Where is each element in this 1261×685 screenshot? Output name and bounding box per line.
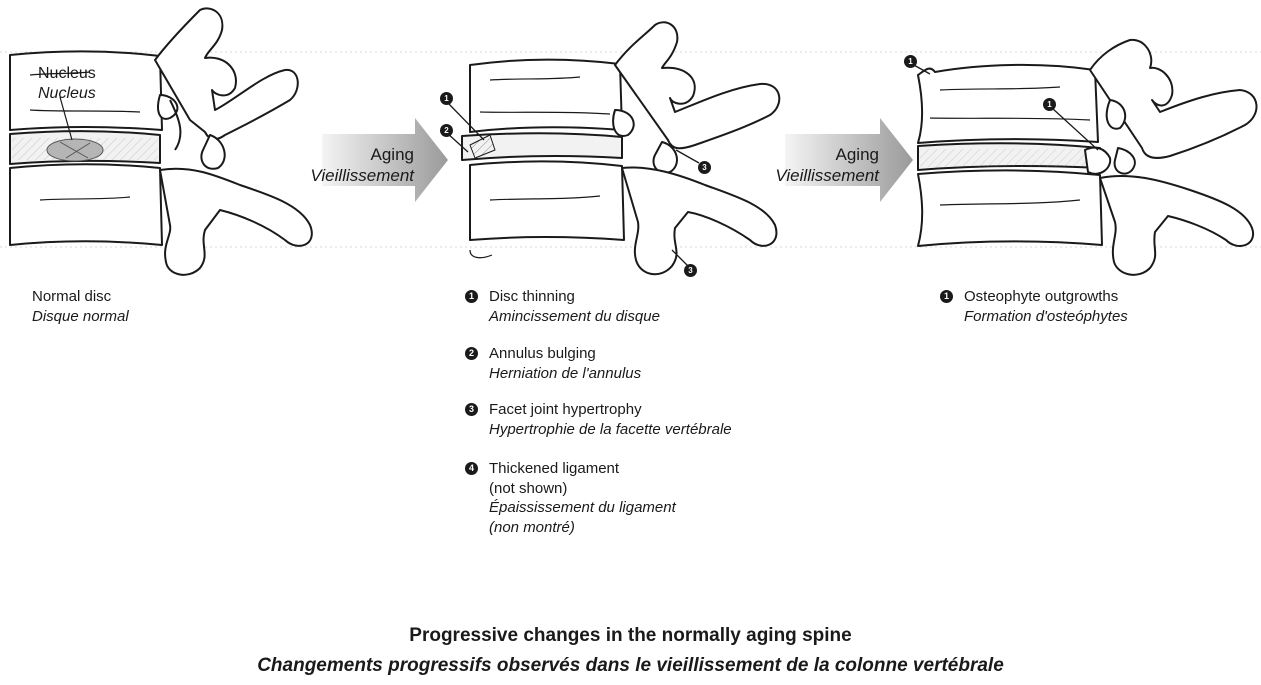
legend-disc-thinning: 1 Disc thinning Amincissement du disque	[465, 287, 660, 326]
legend-en-2: (not shown)	[489, 479, 676, 499]
marker-osteophyte-top: 1	[904, 55, 917, 68]
nucleus-label-fr: Nucleus	[38, 84, 96, 103]
legend-number: 4	[465, 462, 478, 475]
legend-fr: Formation d'osteóphytes	[964, 307, 1128, 327]
normal-disc-caption: Normal disc Disque normal	[32, 287, 129, 326]
figure-title-en: Progressive changes in the normally agin…	[0, 625, 1261, 647]
legend-annulus-bulging: 2 Annulus bulging Herniation de l'annulu…	[465, 344, 641, 383]
vertebra-osteophyte	[918, 40, 1256, 275]
normal-disc-caption-fr: Disque normal	[32, 307, 129, 327]
legend-en: Thickened ligament	[489, 459, 676, 479]
arrow-2-label-en: Aging	[765, 144, 879, 165]
legend-number: 3	[465, 403, 478, 416]
legend-en: Facet joint hypertrophy	[489, 400, 732, 420]
legend-en: Osteophyte outgrowths	[964, 287, 1128, 307]
arrow-1-label-en: Aging	[300, 144, 414, 165]
legend-en: Annulus bulging	[489, 344, 641, 364]
marker-disc-thinning: 1	[440, 92, 453, 105]
normal-disc-caption-en: Normal disc	[32, 287, 129, 307]
marker-facet-upper: 3	[698, 161, 711, 174]
legend-en: Disc thinning	[489, 287, 660, 307]
arrow-1-label-fr: Vieillissement	[280, 165, 414, 186]
marker-facet-lower: 3	[684, 264, 697, 277]
vertebra-aging	[462, 22, 779, 274]
legend-fr: Amincissement du disque	[489, 307, 660, 327]
figure-title-fr: Changements progressifs observés dans le…	[0, 655, 1261, 677]
legend-osteophyte: 1 Osteophyte outgrowths Formation d'oste…	[940, 287, 1128, 326]
legend-thickened-ligament: 4 Thickened ligament (not shown) Épaissi…	[465, 459, 676, 537]
legend-number: 2	[465, 347, 478, 360]
vertebra-normal	[10, 8, 312, 274]
legend-facet-hypertrophy: 3 Facet joint hypertrophy Hypertrophie d…	[465, 400, 732, 439]
arrow-2-label-fr: Vieillissement	[745, 165, 879, 186]
legend-fr-2: (non montré)	[489, 518, 676, 538]
marker-annulus-bulging: 2	[440, 124, 453, 137]
legend-fr: Herniation de l'annulus	[489, 364, 641, 384]
legend-number: 1	[940, 290, 953, 303]
legend-fr: Hypertrophie de la facette vertébrale	[489, 420, 732, 440]
legend-number: 1	[465, 290, 478, 303]
legend-fr: Épaississement du ligament	[489, 498, 676, 518]
nucleus-label-en: Nucleus	[38, 64, 96, 83]
marker-osteophyte-mid: 1	[1043, 98, 1056, 111]
